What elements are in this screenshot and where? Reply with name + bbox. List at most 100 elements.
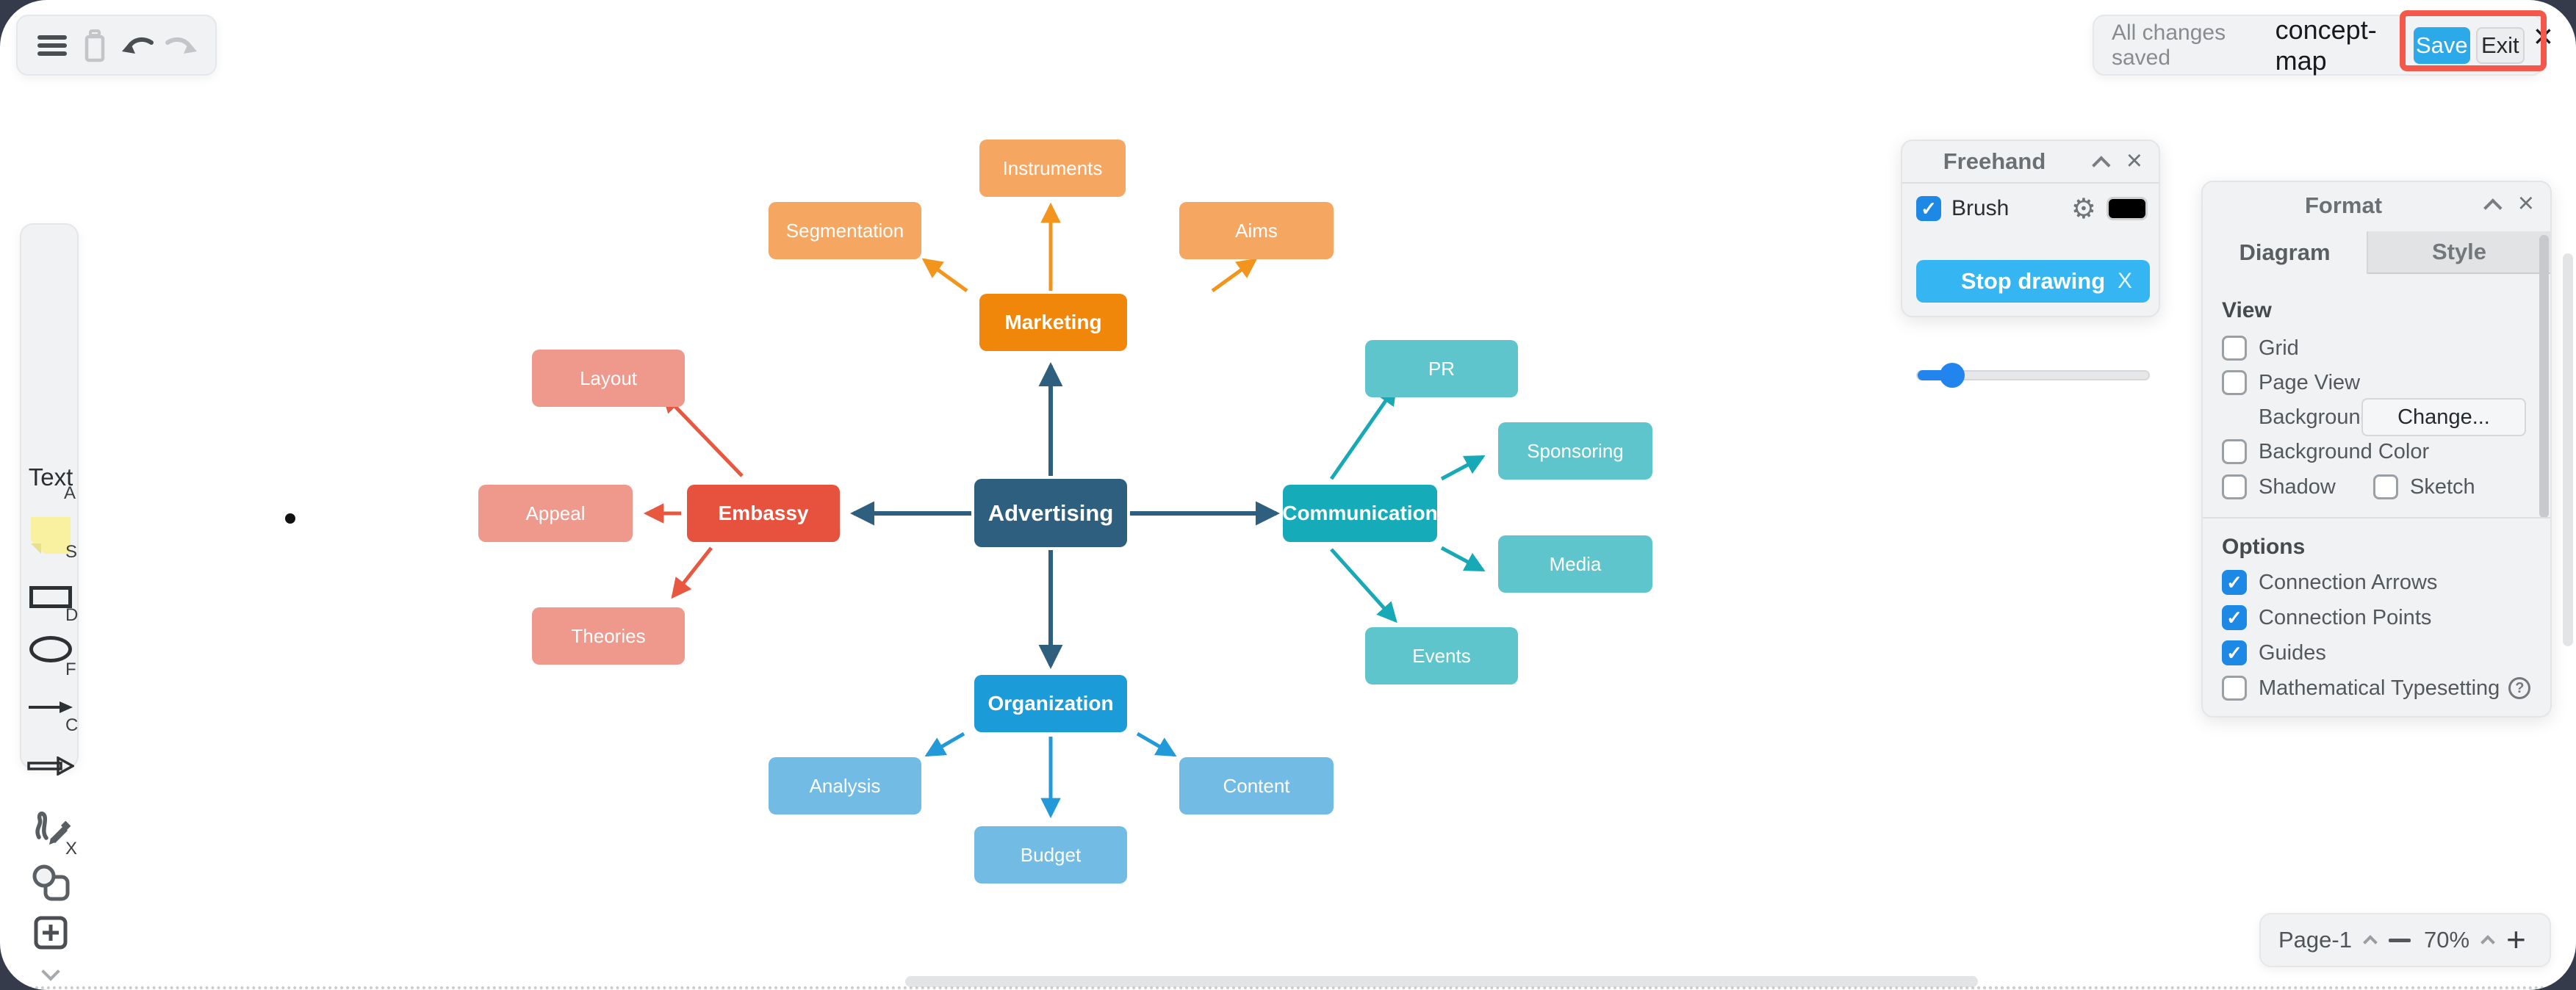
sketch-row: Sketch: [2373, 472, 2475, 502]
diagram-edge-organization-content[interactable]: [1136, 731, 1177, 757]
diagram-node-communication[interactable]: Communication: [1282, 485, 1438, 542]
delete-icon[interactable]: [75, 26, 115, 65]
main-toolbar: [16, 15, 217, 76]
diagram-node-content[interactable]: Content: [1179, 757, 1334, 814]
diagram-node-instruments[interactable]: Instruments: [979, 140, 1126, 197]
shapes-icon: [32, 864, 70, 901]
freehand-panel-header[interactable]: Freehand ×: [1902, 141, 2159, 184]
freehand-icon: [35, 812, 71, 845]
diagram-node-organization[interactable]: Organization: [974, 675, 1127, 732]
diagram-node-theories[interactable]: Theories: [532, 607, 685, 665]
panel-scrollbar[interactable]: [2539, 235, 2549, 518]
diagram-edge-marketing-segmentation[interactable]: [921, 258, 968, 293]
insert-tool[interactable]: [21, 915, 80, 950]
tab-style[interactable]: Style: [2368, 231, 2550, 274]
brush-settings-gear-icon[interactable]: ⚙︎: [2070, 193, 2096, 225]
background-change-button[interactable]: Change...: [2361, 398, 2526, 436]
diagram-edge-communication-sponsoring[interactable]: [1440, 455, 1486, 481]
menu-icon[interactable]: [32, 26, 72, 65]
undo-icon[interactable]: [118, 26, 158, 65]
coachmark-close-icon[interactable]: ×: [2533, 17, 2553, 55]
diagram-node-segmentation[interactable]: Segmentation: [769, 202, 921, 259]
diagram-node-marketing[interactable]: Marketing: [979, 294, 1127, 351]
shadow-checkbox[interactable]: [2222, 474, 2247, 499]
more-tools[interactable]: [21, 962, 80, 981]
diagram-node-events[interactable]: Events: [1365, 627, 1518, 684]
stop-drawing-button[interactable]: Stop drawing X: [1916, 260, 2150, 303]
arrow-tool[interactable]: [21, 699, 80, 715]
freehand-dot[interactable]: [285, 513, 295, 524]
diagram-edge-organization-analysis[interactable]: [924, 731, 965, 757]
guides-row: Guides: [2222, 638, 2326, 668]
diagram-node-layout[interactable]: Layout: [532, 350, 685, 407]
diagram-node-aims[interactable]: Aims: [1179, 202, 1334, 259]
rectangle-icon: [29, 586, 72, 608]
rectangle-tool[interactable]: [21, 586, 80, 608]
text-tool[interactable]: Text: [21, 463, 80, 491]
brush-label: Brush: [1951, 196, 2010, 220]
exit-button[interactable]: Exit: [2475, 26, 2525, 64]
slider-thumb[interactable]: [1940, 363, 1965, 388]
save-button[interactable]: Save: [2413, 26, 2470, 64]
trash-icon: [85, 29, 105, 62]
diagram-node-media[interactable]: Media: [1498, 535, 1652, 593]
horizontal-scrollbar[interactable]: [905, 976, 1978, 987]
brush-checkbox[interactable]: [1916, 196, 1941, 221]
zoom-out-button[interactable]: [2388, 938, 2411, 942]
connection-arrows-label: Connection Arrows: [2259, 570, 2438, 594]
page-view-label: Page View: [2259, 370, 2361, 394]
background-color-checkbox[interactable]: [2222, 439, 2247, 464]
collapse-icon[interactable]: [2483, 198, 2503, 217]
zoom-menu-chevron-icon[interactable]: [2480, 935, 2495, 950]
redo-icon[interactable]: [161, 26, 201, 65]
format-tabs: Diagram Style: [2203, 231, 2550, 274]
diagram-node-analysis[interactable]: Analysis: [769, 757, 921, 814]
diagram-node-advertising[interactable]: Advertising: [974, 479, 1127, 547]
diagram-node-appeal[interactable]: Appeal: [478, 485, 633, 542]
zoom-level[interactable]: 70%: [2423, 927, 2470, 953]
freehand-tool[interactable]: [21, 805, 80, 846]
page-selector-label[interactable]: Page-1: [2278, 927, 2352, 953]
connection-points-row: Connection Points: [2222, 603, 2431, 632]
text-tool-label: Text: [28, 463, 73, 491]
brush-size-slider[interactable]: [1916, 363, 2150, 388]
connection-arrows-checkbox[interactable]: [2222, 570, 2247, 595]
format-panel-header[interactable]: Format ×: [2203, 182, 2550, 229]
ellipse-tool[interactable]: [21, 636, 80, 662]
bold-arrow-tool[interactable]: [21, 756, 80, 776]
diagram-node-sponsoring[interactable]: Sponsoring: [1498, 422, 1652, 480]
page-menu-chevron-icon[interactable]: [2363, 935, 2378, 950]
note-tool[interactable]: [21, 517, 80, 554]
sketch-checkbox[interactable]: [2373, 474, 2398, 499]
arrow-tool-shortcut: C: [65, 715, 79, 735]
connection-points-checkbox[interactable]: [2222, 605, 2247, 630]
background-color-label: Background Color: [2259, 439, 2430, 463]
help-icon[interactable]: ?: [2508, 677, 2531, 699]
close-icon[interactable]: ×: [2126, 145, 2143, 176]
diagram-node-embassy[interactable]: Embassy: [687, 485, 840, 542]
brush-color-swatch[interactable]: [2107, 197, 2148, 220]
bold-arrow-icon: [27, 756, 74, 776]
guides-label: Guides: [2259, 640, 2326, 665]
collapse-icon[interactable]: [2092, 156, 2111, 175]
zoom-in-button[interactable]: +: [2506, 920, 2526, 959]
diagram-edge-communication-events[interactable]: [1330, 548, 1397, 624]
grid-checkbox[interactable]: [2222, 336, 2247, 361]
diagram-edge-embassy-layout[interactable]: [661, 392, 744, 477]
diagram-edge-embassy-theories[interactable]: [671, 546, 713, 599]
diagram-edge-marketing-aims[interactable]: [1211, 258, 1258, 293]
connection-arrows-row: Connection Arrows: [2222, 568, 2437, 597]
page-view-checkbox[interactable]: [2222, 370, 2247, 395]
vertical-scrollbar[interactable]: [2563, 253, 2573, 646]
diagram-node-pr[interactable]: PR: [1365, 340, 1518, 397]
freehand-panel-title: Freehand: [1943, 148, 2046, 174]
shapes-tool[interactable]: [21, 864, 80, 902]
diagram-edge-communication-media[interactable]: [1440, 546, 1486, 572]
diagram-edge-communication-pr[interactable]: [1329, 384, 1397, 480]
guides-checkbox[interactable]: [2222, 640, 2247, 665]
close-icon[interactable]: ×: [2517, 188, 2534, 219]
diagram-node-budget[interactable]: Budget: [974, 826, 1127, 884]
math-typesetting-checkbox[interactable]: [2222, 676, 2247, 701]
tab-diagram[interactable]: Diagram: [2203, 231, 2368, 274]
